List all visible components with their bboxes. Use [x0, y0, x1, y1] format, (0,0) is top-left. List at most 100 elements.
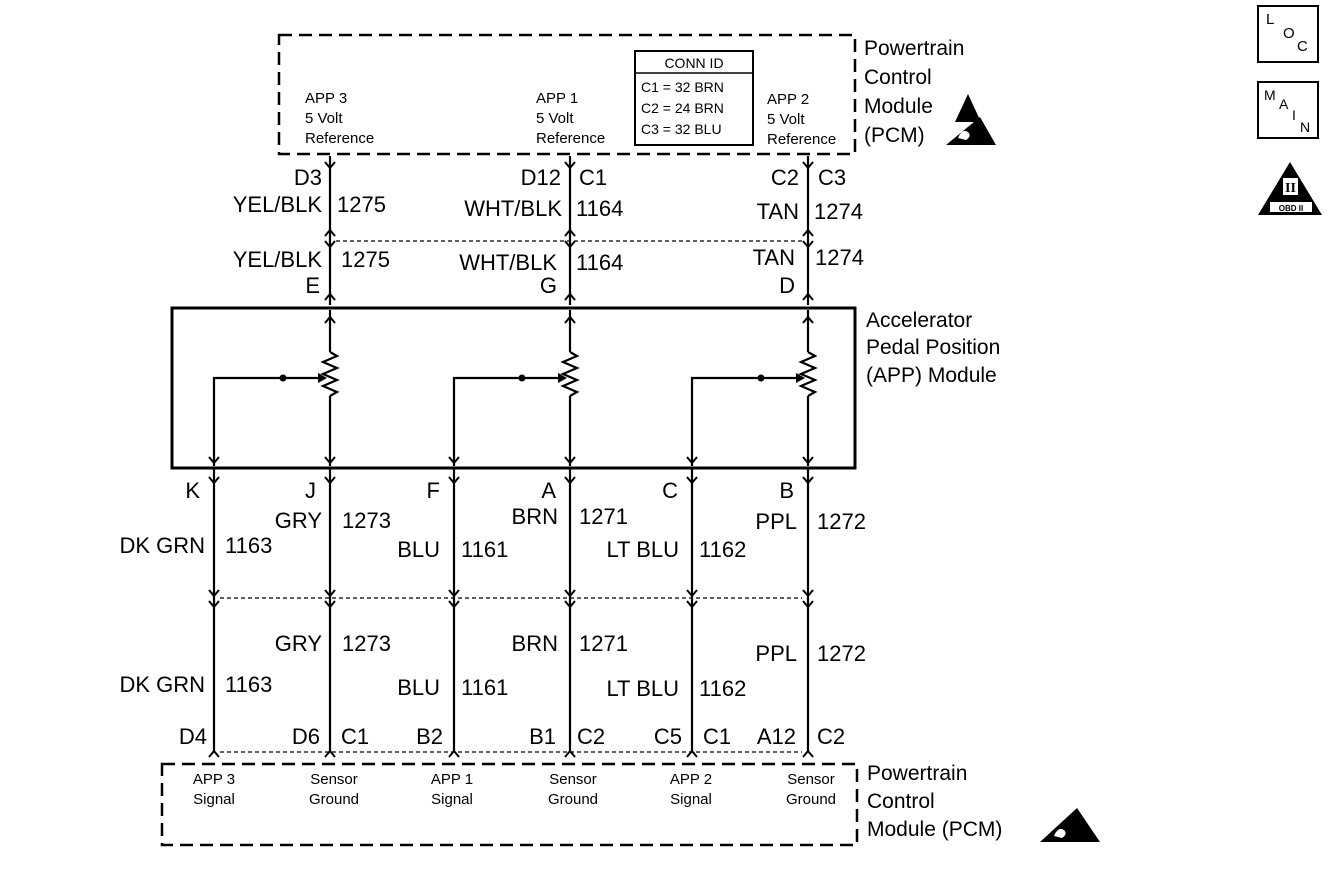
upper-wire-circuit2-app2: 1274	[815, 245, 864, 270]
lower-wire-color-j: GRY	[275, 508, 323, 533]
lower-wires	[208, 456, 814, 758]
main-letter-i: I	[1292, 107, 1296, 123]
upper-wire-color2-app1: WHT/BLK	[459, 250, 557, 275]
lower-wire-color-k: DK GRN	[119, 533, 205, 558]
app-module-title-line1: Accelerator	[866, 309, 972, 332]
lower-wire-circuit2-k: 1163	[225, 672, 272, 697]
loc-icon[interactable]: L O C	[1257, 5, 1319, 63]
lower-wire-color2-k: DK GRN	[119, 672, 205, 697]
lower-wire-circuit-b: 1272	[817, 509, 866, 534]
loc-letter-l: L	[1266, 11, 1274, 28]
lower-wire-color-b: PPL	[755, 509, 797, 534]
esd-hand-icon	[946, 117, 996, 145]
potentiometer-app1	[452, 310, 580, 466]
module-pin-b: B	[779, 478, 794, 503]
main-icon[interactable]: M A I N	[1257, 81, 1319, 139]
pcm-pin-b1: B1	[529, 724, 556, 749]
upper-wire-circuit2-app3: 1275	[341, 247, 390, 272]
upper-pcm-pin-d3: D3	[294, 165, 322, 190]
app-module-box	[170, 306, 857, 470]
module-pin-k: K	[185, 478, 200, 503]
pcm-top-title-line1: Powertrain	[864, 37, 964, 60]
pcm-top-pin-app2-line2: 5 Volt	[767, 111, 805, 128]
pcm-top-title-line2: Control	[864, 66, 932, 89]
pcm-bottom-pin-app1-line2: Signal	[431, 791, 473, 808]
pcm-bottom-pin-ground3-line2: Ground	[786, 791, 836, 808]
lower-wire-color2-f: BLU	[397, 675, 440, 700]
pcm-bottom-pin-app3-line1: APP 3	[193, 771, 235, 788]
lower-wire-circuit2-a: 1271	[579, 631, 628, 656]
upper-wire-color-app1: WHT/BLK	[464, 196, 562, 221]
pcm-bottom-pin-app2-line1: APP 2	[670, 771, 712, 788]
upper-pcm-pin-d12: D12	[521, 165, 561, 190]
pcm-top-pin-app3-line1: APP 3	[305, 90, 347, 107]
lower-wire-color2-a: BRN	[512, 631, 558, 656]
pcm-bottom-title-line1: Powertrain	[867, 762, 967, 785]
lower-wire-circuit2-f: 1161	[461, 675, 508, 700]
conn-id-table: CONN ID C1 = 32 BRN C2 = 24 BRN C3 = 32 …	[634, 50, 754, 146]
conn-id-header: CONN ID	[664, 55, 723, 71]
app-module-title-line3: (APP) Module	[866, 364, 997, 387]
pcm-top-pin-app1-line2: 5 Volt	[536, 110, 574, 127]
app-module-title-line2: Pedal Position	[866, 336, 1000, 359]
loc-letter-o: O	[1283, 25, 1295, 42]
upper-pcm-conn-c3: C3	[818, 165, 846, 190]
module-pin-a: A	[541, 478, 556, 503]
pcm-bottom-pin-ground1-line2: Ground	[309, 791, 359, 808]
pcm-bottom-pin-ground2-line1: Sensor	[549, 771, 597, 788]
pcm-bottom: APP 3 Signal Sensor Ground APP 1 Signal …	[160, 762, 1100, 847]
pcm-top-pin-app1-line3: Reference	[536, 130, 605, 147]
module-pin-c: C	[662, 478, 678, 503]
lower-wire-circuit-j: 1273	[342, 508, 391, 533]
upper-wire-color2-app3: YEL/BLK	[233, 247, 323, 272]
upper-wire-color-app2: TAN	[757, 199, 799, 224]
upper-wire-circuit-app2: 1274	[814, 199, 863, 224]
upper-wire-color2-app2: TAN	[753, 245, 795, 270]
pcm-top-pin-app2-line1: APP 2	[767, 91, 809, 108]
pcm-top: APP 3 5 Volt Reference APP 1 5 Volt Refe…	[277, 33, 996, 156]
lower-wire-circuit-f: 1161	[461, 537, 508, 562]
main-letter-n: N	[1300, 119, 1310, 135]
module-pin-e: E	[305, 273, 320, 298]
module-pin-d: D	[779, 273, 795, 298]
pcm-pin-b2: B2	[416, 724, 443, 749]
pcm-conn-c5: C1	[703, 724, 731, 749]
upper-wire-app2: C2 C3 TAN 1274 TAN 1274 D	[753, 156, 864, 305]
lower-wire-circuit-k: 1163	[225, 533, 272, 558]
obd-caption: OBD II	[1279, 204, 1303, 213]
pcm-bottom-pin-app3-line2: Signal	[193, 791, 235, 808]
app-module: Accelerator Pedal Position (APP) Module	[170, 306, 1000, 470]
conn-id-box	[634, 50, 754, 146]
lower-wire-color-c: LT BLU	[606, 537, 679, 562]
module-pin-j: J	[305, 478, 316, 503]
pcm-bottom-title-line3: Module (PCM)	[867, 818, 1002, 841]
pcm-top-pin-app1-line1: APP 1	[536, 90, 578, 107]
pcm-conn-a12: C2	[817, 724, 845, 749]
pcm-conn-b1: C2	[577, 724, 605, 749]
loc-letter-c: C	[1297, 38, 1308, 55]
lower-wire-color2-b: PPL	[755, 641, 797, 666]
lower-wire-circuit2-c: 1162	[699, 676, 746, 701]
pcm-bottom-box	[160, 762, 859, 847]
pcm-bottom-pin-ground1-line1: Sensor	[310, 771, 358, 788]
conn-id-row-1: C1 = 32 BRN	[641, 79, 724, 95]
pcm-bottom-pin-ground3-line1: Sensor	[787, 771, 835, 788]
obd-ii-icon[interactable]: II OBD II	[1258, 162, 1322, 215]
upper-wire-app3: D3 YEL/BLK 1275 YEL/BLK 1275 E	[233, 156, 390, 305]
lower-wire-color2-j: GRY	[275, 631, 323, 656]
upper-wire-circuit-app3: 1275	[337, 192, 386, 217]
upper-pcm-pin-c2: C2	[771, 165, 799, 190]
lower-wire-color-a: BRN	[512, 504, 558, 529]
upper-wire-color-app3: YEL/BLK	[233, 192, 323, 217]
upper-wire-app1: D12 C1 WHT/BLK 1164 WHT/BLK 1164 G	[459, 156, 623, 305]
module-pin-f: F	[427, 478, 440, 503]
upper-wire-circuit-app1: 1164	[576, 196, 623, 221]
pcm-pin-a12: A12	[757, 724, 796, 749]
pcm-top-title-line3: Module	[864, 95, 933, 118]
pcm-pin-d6: D6	[292, 724, 320, 749]
pcm-top-pin-app3-line2: 5 Volt	[305, 110, 343, 127]
pcm-bottom-pin-app1-line1: APP 1	[431, 771, 473, 788]
pcm-pin-c5: C5	[654, 724, 682, 749]
pcm-bottom-title-line2: Control	[867, 790, 935, 813]
main-letter-m: M	[1264, 87, 1276, 103]
